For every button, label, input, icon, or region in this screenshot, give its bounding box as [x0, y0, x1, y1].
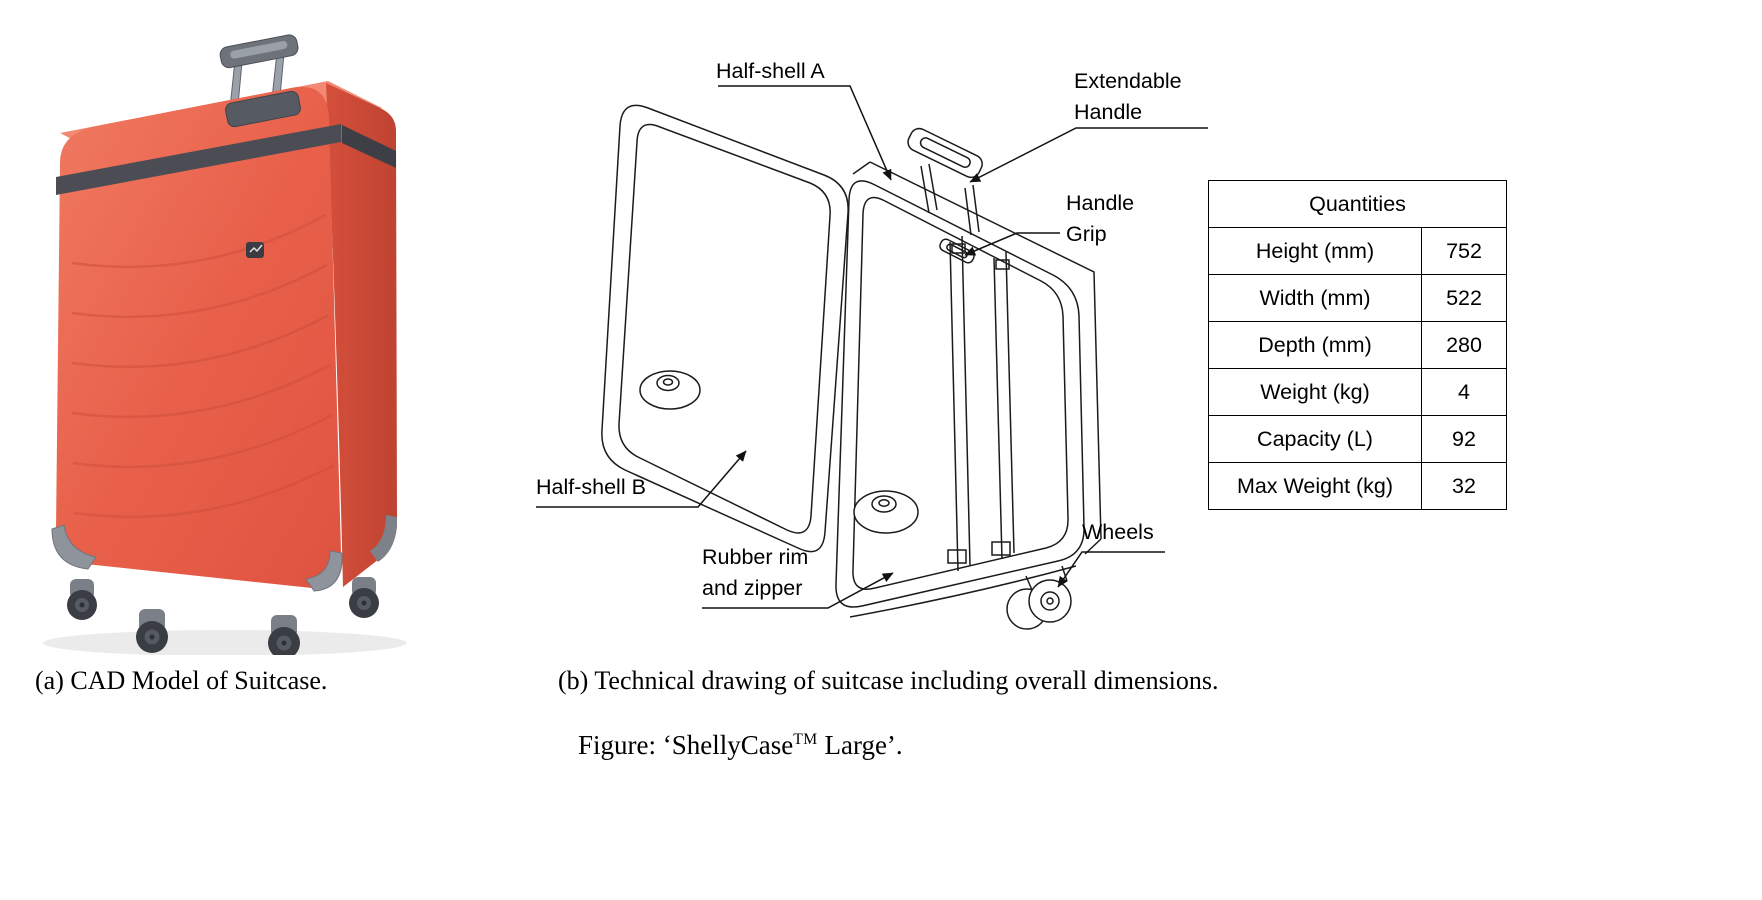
table-cell-value: 522	[1421, 274, 1507, 322]
suitcase-body	[51, 81, 398, 592]
cad-model-image	[30, 5, 430, 655]
label-half-shell-b: Half-shell B	[536, 475, 646, 499]
corner-guards	[51, 515, 398, 592]
suitcase-band-side	[342, 125, 396, 168]
extendable-handle-drawing	[907, 127, 983, 264]
handle-mount	[225, 90, 301, 128]
table-cell-value: 92	[1421, 415, 1507, 463]
wheels-drawing	[1006, 565, 1072, 630]
table-cell-value: 280	[1421, 321, 1507, 369]
suitcase-cad-svg	[43, 34, 407, 655]
table-cell-label: Max Weight (kg)	[1208, 462, 1422, 510]
caption-prefix: Figure: ‘ShellyCase	[578, 730, 794, 760]
floor-shadow	[43, 630, 407, 655]
table-row: Depth (mm) 280	[1208, 321, 1507, 369]
label-half-shell-a: Half-shell A	[716, 59, 825, 83]
table-row: Weight (kg) 4	[1208, 368, 1507, 416]
label-line: Grip	[1066, 221, 1107, 246]
table-cell-label: Capacity (L)	[1208, 415, 1422, 463]
quantities-table: Quantities Height (mm) 752 Width (mm) 52…	[1208, 180, 1507, 510]
label-line: Extendable	[1074, 69, 1182, 93]
table-cell-value: 752	[1421, 227, 1507, 275]
leader-handle-grip	[964, 232, 1060, 256]
leader-lines	[536, 85, 1208, 609]
caption-suffix: Large’.	[817, 730, 903, 760]
label-line: and zipper	[702, 575, 803, 600]
table-row: Capacity (L) 92	[1208, 415, 1507, 463]
table-cell-value: 4	[1421, 368, 1507, 416]
leader-wheels	[1057, 551, 1165, 588]
suitcase-grooves	[71, 213, 335, 519]
table-cell-label: Weight (kg)	[1208, 368, 1422, 416]
label-line: Handle	[1074, 99, 1143, 124]
table-row: Max Weight (kg) 32	[1208, 462, 1507, 510]
table-row: Width (mm) 522	[1208, 274, 1507, 322]
quantities-table-wrap: Quantities Height (mm) 752 Width (mm) 52…	[1208, 180, 1507, 510]
table-cell-value: 32	[1421, 462, 1507, 510]
brand-logo-icon	[246, 242, 264, 258]
label-rubber-rim: Rubber rim and zipper	[702, 542, 808, 603]
main-figure-caption: Figure: ‘ShellyCaseTM Large’.	[578, 730, 903, 761]
label-wheels: Wheels	[1082, 520, 1154, 544]
label-line: Rubber rim	[702, 545, 809, 569]
technical-drawing: Half-shell A Extendable Handle Handle Gr…	[520, 20, 1220, 660]
half-shell-a-outline	[835, 161, 1102, 618]
leader-half-shell-a	[718, 85, 892, 181]
trademark-superscript: TM	[793, 731, 818, 748]
leader-extendable-handle	[969, 127, 1208, 183]
label-handle-grip: Handle Grip	[1066, 188, 1134, 249]
suitcase-side-face	[326, 83, 397, 587]
table-header-row: Quantities	[1208, 180, 1507, 228]
table-row: Height (mm) 752	[1208, 227, 1507, 275]
suitcase-wheels	[67, 577, 379, 655]
table-cell-label: Depth (mm)	[1208, 321, 1422, 369]
table-header: Quantities	[1208, 180, 1507, 228]
leader-rubber-rim	[702, 572, 894, 609]
label-line: Handle	[1066, 191, 1135, 215]
half-shell-b-outline	[601, 104, 849, 553]
table-cell-label: Width (mm)	[1208, 274, 1422, 322]
subfigure-b-caption: (b) Technical drawing of suitcase includ…	[558, 666, 1219, 695]
technical-drawing-svg	[536, 85, 1208, 630]
suitcase-front-face	[56, 86, 342, 589]
table-cell-label: Height (mm)	[1208, 227, 1422, 275]
suitcase-band-front	[56, 124, 341, 195]
leader-half-shell-b	[536, 450, 747, 508]
handle-grip-drawing	[939, 238, 975, 264]
label-extendable-handle: Extendable Handle	[1074, 66, 1182, 127]
subfigure-a-caption: (a) CAD Model of Suitcase.	[35, 666, 328, 695]
